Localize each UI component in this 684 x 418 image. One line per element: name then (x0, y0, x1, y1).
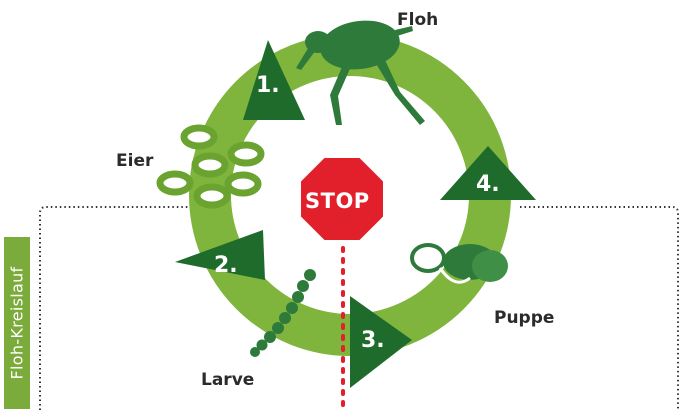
flea-icon (296, 20, 425, 125)
step-2-number: 2. (214, 253, 238, 278)
step-4-number: 4. (476, 172, 500, 197)
pupa-label: Puppe (494, 308, 555, 328)
side-tab: Floh-Kreislauf (4, 237, 30, 409)
eggs-label: Eier (116, 151, 154, 171)
eggs-icon (156, 124, 265, 209)
step-1-arrow (243, 40, 305, 120)
step-3-arrow (350, 296, 412, 388)
step-1-number: 1. (256, 73, 280, 98)
flea-label: Floh (397, 10, 439, 30)
stop-text: STOP (305, 189, 370, 213)
larva-label: Larve (201, 370, 255, 390)
step-3-number: 3. (361, 328, 385, 353)
pupa-icon (410, 243, 508, 284)
side-tab-label: Floh-Kreislauf (7, 266, 27, 380)
step-2-arrow (175, 230, 265, 280)
larva-icon (250, 269, 316, 357)
stop-sign (299, 156, 385, 242)
step-4-arrow (440, 146, 536, 200)
